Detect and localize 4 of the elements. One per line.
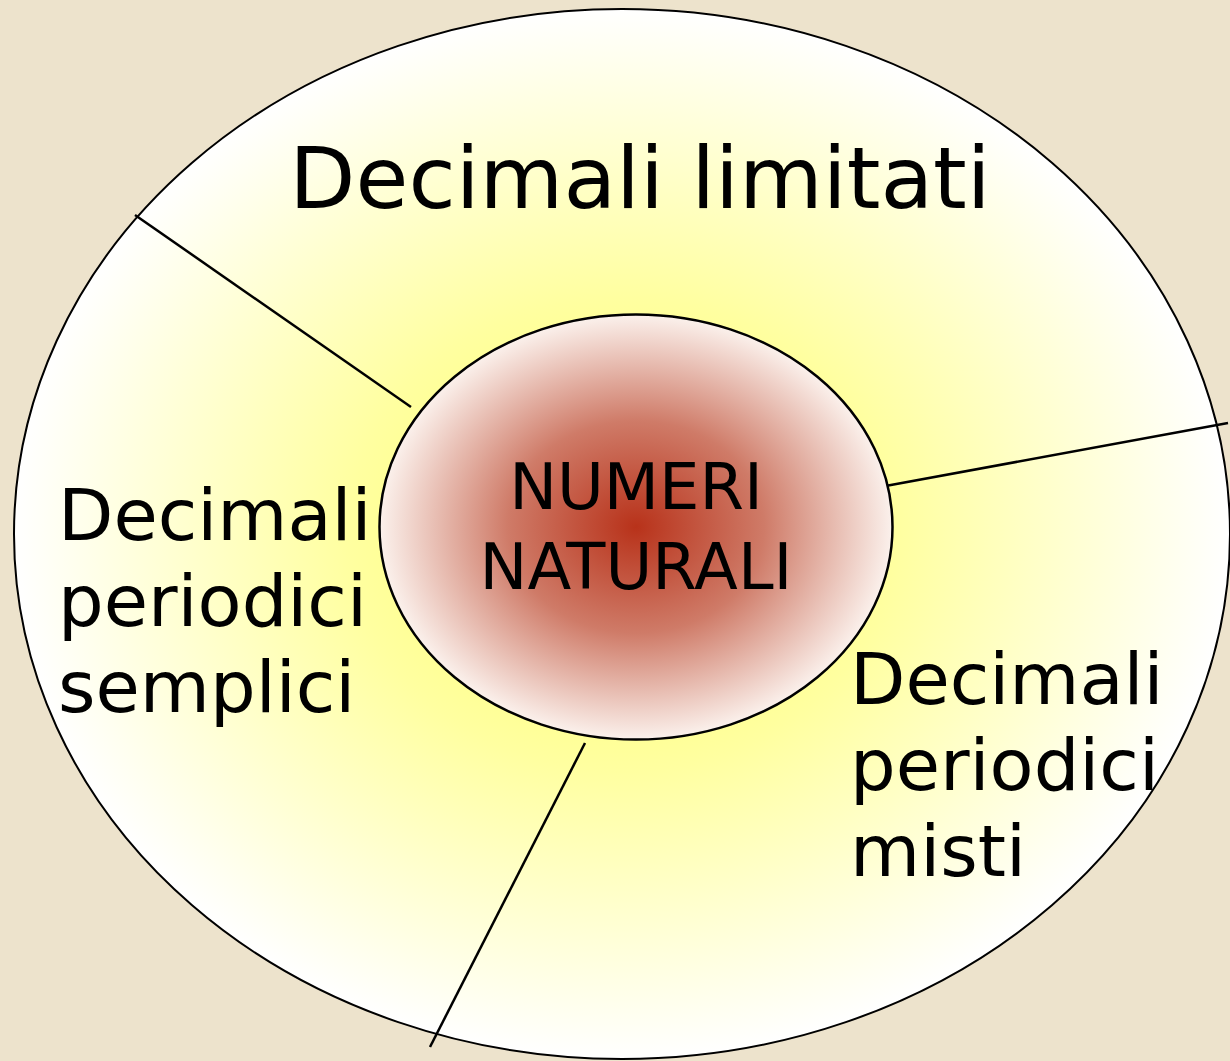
ellipse-label: NUMERI NATURALI bbox=[478, 449, 794, 606]
region-label: Decimali limitati bbox=[288, 130, 992, 226]
region-label: Decimali periodici semplici bbox=[58, 472, 373, 730]
region-label: Decimali periodici misti bbox=[850, 636, 1165, 894]
